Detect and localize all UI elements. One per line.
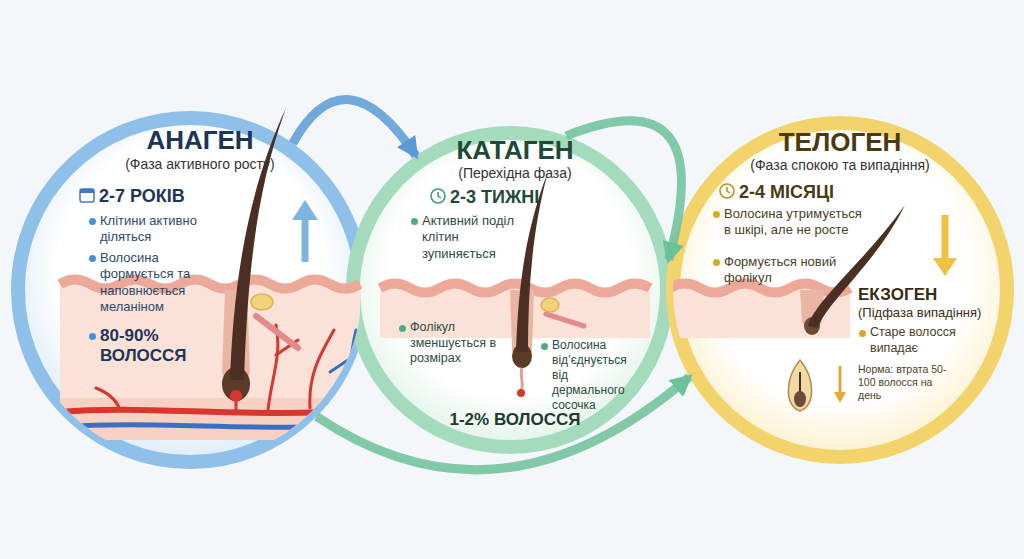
fall-arrow-head: [834, 392, 846, 403]
subphase-block: ЕКЗОГЕН(Підфаза випадіння) Старе волосся …: [858, 285, 998, 407]
phase-bullet: Волосина формується та наповнюється мела…: [88, 250, 223, 315]
hair-share: 1-2% ВОЛОССЯ: [445, 410, 585, 430]
norm-note: Норма: втрата 50-100 волосся на день: [858, 363, 958, 402]
phase-circle: КАТАГЕН(Перехідна фаза) 2-3 ТИЖНІ Активний…: [345, 125, 675, 455]
dermal-papilla: [230, 390, 242, 402]
clock-face: [431, 189, 445, 203]
clock-face: [720, 184, 734, 198]
phase-outline: [353, 133, 667, 447]
calendar-bar: [80, 189, 94, 193]
phase-outline: [18, 118, 362, 462]
cycle-arrow: [566, 121, 681, 260]
phase-bullet: Клітини активно діляться: [88, 213, 223, 246]
phase-subtitle: (Фаза спокою та випадіння): [720, 157, 960, 174]
phase-bullet: Волосина утримується в шкірі, але не рос…: [712, 206, 862, 239]
new-follicle: [788, 360, 811, 411]
hair-share: 80-90% ВОЛОССЯ: [88, 326, 188, 367]
phase-circle: ТЕЛОГЕН(Фаза спокою та випадіння) 2-4 МІС…: [665, 115, 1015, 465]
clock-hands: [438, 192, 441, 198]
phase-bullet: Волосина від’єднується від дермального с…: [540, 338, 640, 413]
phase-title: АНАГЕН: [100, 126, 300, 156]
new-hair-bulb: [794, 391, 806, 407]
phase-outline: [673, 123, 1007, 457]
phase-bullet: Формується новий фолікул: [712, 254, 847, 287]
growth-arrow: [302, 216, 309, 262]
sebaceous-gland: [541, 298, 559, 312]
cycle-arrow: [317, 377, 690, 470]
phase-bullet: Активний поділ клітин зупиняється: [410, 213, 515, 262]
subphase-title: ЕКЗОГЕН: [858, 285, 998, 305]
phase-duration: 2-7 РОКІВ: [99, 186, 249, 208]
new-hair: [799, 372, 801, 392]
cycle-arrow: [293, 100, 416, 156]
calendar-body: [80, 189, 94, 202]
arrector-muscle: [546, 314, 584, 326]
papilla-vessel: [235, 402, 238, 412]
phase-circle: АНАГЕН(Фаза активного росту) 2-7 РОКІВ Клі…: [10, 110, 370, 470]
clock-icon: [431, 189, 445, 203]
dermal-papilla: [517, 389, 525, 397]
growth-arrow-head: [292, 200, 318, 220]
subphase-subtitle: (Підфаза випадіння): [858, 305, 998, 321]
phase-bullet: Фолікул зменшується в розмірах: [398, 320, 503, 367]
arrector-muscle: [256, 316, 298, 348]
phase-duration: 2-4 МІСЯЦІ: [739, 182, 889, 204]
phase-title: КАТАГЕН: [415, 136, 615, 166]
epithelial-strand: [521, 368, 522, 390]
clock-hands: [727, 187, 730, 193]
phase-subtitle: (Фаза активного росту): [70, 156, 330, 173]
sebaceous-gland: [251, 294, 273, 310]
calendar-icon: [80, 189, 94, 202]
shedding-arrow: [942, 215, 949, 262]
shedding-arrow-head: [933, 258, 957, 276]
clock-icon: [720, 184, 734, 198]
phase-bullet: Старе волосся випадає: [858, 325, 993, 356]
venule: [330, 330, 356, 424]
phase-title: ТЕЛОГЕН: [740, 128, 940, 158]
phase-subtitle: (Перехідна фаза): [415, 165, 615, 182]
artery: [60, 409, 380, 413]
phase-duration: 2-3 ТИЖНІ: [450, 187, 590, 209]
fat-layer: [60, 398, 380, 440]
fall-arrow: [839, 366, 842, 394]
